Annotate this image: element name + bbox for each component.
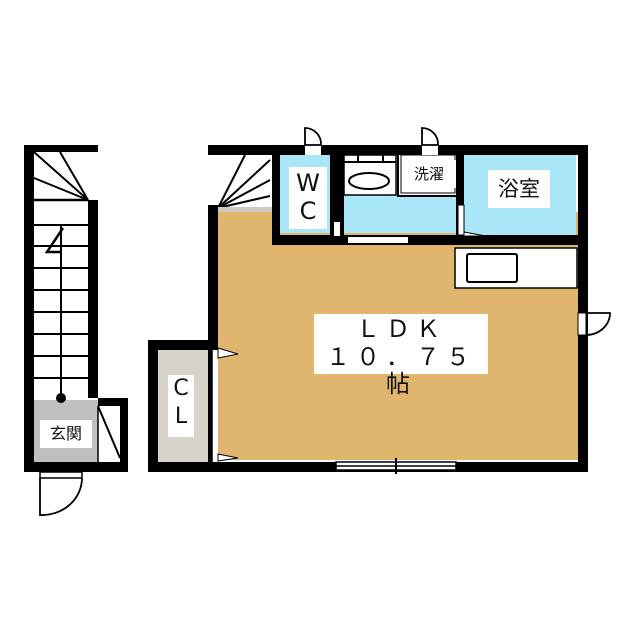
washroom-door-icon (421, 127, 439, 146)
ldk-name: ＬＤＫ (356, 315, 446, 343)
basin-bowl (348, 172, 390, 190)
closet-label: C L (168, 375, 194, 437)
ldk-label: ＬＤＫ １０．７５帖 (314, 314, 488, 398)
washer-label: 洗濯 (402, 160, 456, 188)
stair-icon (217, 154, 271, 209)
wc-door-icon (304, 127, 322, 146)
kitchen-sink (466, 253, 518, 283)
entry-door-icon (39, 477, 83, 516)
wc-label: W C (289, 167, 327, 229)
entrance-label: 玄関 (40, 420, 92, 448)
closet-label-line1: C (173, 376, 189, 401)
closet-label-line2: L (174, 404, 188, 429)
wc-label-line2: C (299, 197, 317, 225)
wc-label-line1: W (296, 169, 320, 197)
exterior-door-icon (585, 312, 611, 336)
bath-label: 浴室 (488, 170, 550, 208)
staircase-icon (33, 151, 89, 398)
ldk-size: １０．７５帖 (326, 342, 476, 399)
